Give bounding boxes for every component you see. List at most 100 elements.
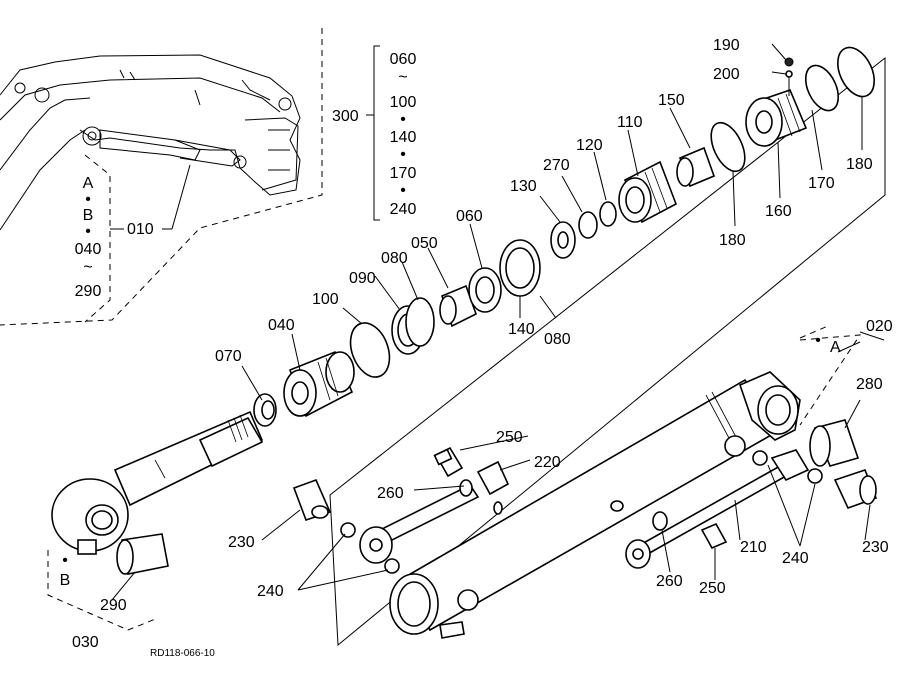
svg-text:170: 170	[390, 165, 417, 182]
sleeve-150	[676, 146, 716, 188]
range-300: 060 ~ 100 • 140 • 170 • 240	[390, 51, 417, 218]
svg-text:280: 280	[856, 376, 883, 393]
range-300-bracket	[373, 45, 380, 221]
ring-180-a	[710, 121, 746, 173]
svg-text:290: 290	[75, 283, 102, 300]
svg-text:190: 190	[713, 37, 740, 54]
pipe-220	[359, 460, 510, 564]
svg-text:230: 230	[228, 534, 255, 551]
svg-text:240: 240	[390, 201, 417, 218]
range-010: A • B • 040 ~ 290	[75, 175, 102, 300]
piston-110	[618, 160, 677, 224]
ring-170	[804, 64, 840, 112]
washer-200	[785, 70, 793, 78]
drawing-code: RD118-066-10	[150, 648, 215, 659]
svg-text:•: •	[400, 111, 406, 128]
svg-text:140: 140	[390, 129, 417, 146]
svg-text:130: 130	[510, 178, 537, 195]
leader-lines	[111, 43, 885, 601]
ring-120	[599, 201, 617, 227]
cylinder-head-040	[283, 350, 355, 418]
nut-190	[784, 57, 794, 67]
svg-text:•: •	[815, 332, 821, 349]
bolt-250-a	[433, 446, 464, 478]
svg-text:260: 260	[377, 485, 404, 502]
svg-text:140: 140	[508, 321, 535, 338]
parts-group-frame	[329, 56, 886, 647]
svg-text:250: 250	[699, 580, 726, 597]
bolt-250-b	[700, 522, 728, 550]
pipe-210	[625, 449, 810, 569]
dust-seal-070	[253, 393, 277, 427]
svg-text:120: 120	[576, 137, 603, 154]
tube-group-frame	[799, 334, 861, 426]
backup-ring-080	[405, 297, 435, 347]
svg-text:100: 100	[390, 94, 417, 111]
bushing-280	[809, 419, 860, 467]
svg-text:•: •	[85, 191, 91, 208]
svg-text:110: 110	[617, 114, 643, 131]
svg-text:080: 080	[381, 250, 408, 267]
seal-140	[499, 239, 541, 297]
ref-point-a: A	[830, 339, 841, 356]
svg-text:290: 290	[100, 597, 127, 614]
svg-text:060: 060	[456, 208, 483, 225]
nut-130	[550, 221, 576, 259]
svg-text:~: ~	[83, 259, 92, 276]
svg-text:250: 250	[496, 429, 523, 446]
svg-text:•: •	[400, 146, 406, 163]
svg-text:030: 030	[72, 634, 99, 651]
eye-b-boundary	[47, 550, 159, 631]
svg-text:220: 220	[534, 454, 561, 471]
plug-230-b	[833, 469, 878, 509]
svg-text:050: 050	[411, 235, 438, 252]
o-ring-240-c	[752, 450, 768, 466]
tube-group-frame-left	[799, 325, 829, 339]
svg-text:•: •	[62, 552, 68, 569]
piston-160	[745, 89, 808, 147]
svg-text:080: 080	[544, 331, 571, 348]
cylinder-tube-020	[389, 371, 801, 639]
bushing-060	[468, 267, 502, 313]
piston-rod	[51, 410, 264, 555]
svg-text:100: 100	[312, 291, 339, 308]
plug-230-a	[292, 478, 332, 522]
fitting-small-a	[610, 500, 624, 512]
ref-point-b: B	[60, 572, 71, 589]
svg-text:070: 070	[215, 348, 242, 365]
boom-view-boundary	[0, 28, 323, 326]
svg-text:B: B	[83, 207, 94, 224]
ring-180-b	[837, 46, 875, 98]
clamp-260-a	[459, 479, 473, 497]
clamp-260-b	[652, 511, 668, 531]
svg-text:270: 270	[543, 157, 570, 174]
label-300: 300	[332, 108, 359, 125]
svg-text:240: 240	[257, 583, 284, 600]
svg-text:170: 170	[808, 175, 835, 192]
fitting-small-c	[724, 435, 746, 457]
svg-text:020: 020	[866, 318, 893, 335]
boom-assembly	[0, 54, 301, 231]
svg-text:040: 040	[268, 317, 295, 334]
svg-text:•: •	[400, 182, 406, 199]
svg-text:210: 210	[740, 539, 767, 556]
svg-text:~: ~	[398, 69, 407, 86]
o-ring-240-b	[384, 558, 400, 574]
svg-text:230: 230	[862, 539, 889, 556]
svg-text:060: 060	[390, 51, 417, 68]
svg-text:160: 160	[765, 203, 792, 220]
o-ring-240-a	[340, 522, 356, 538]
svg-text:A: A	[83, 175, 94, 192]
ring-270	[578, 211, 598, 239]
part-labels: 070 040 100 090 080 050 060 140 080 130 …	[72, 37, 893, 651]
fitting-small-b	[493, 501, 503, 515]
svg-text:180: 180	[719, 232, 746, 249]
svg-text:040: 040	[75, 241, 102, 258]
svg-text:180: 180	[846, 156, 873, 173]
pin-290	[116, 533, 169, 575]
o-ring-240-d	[807, 468, 823, 484]
svg-text:150: 150	[658, 92, 685, 109]
svg-text:240: 240	[782, 550, 809, 567]
